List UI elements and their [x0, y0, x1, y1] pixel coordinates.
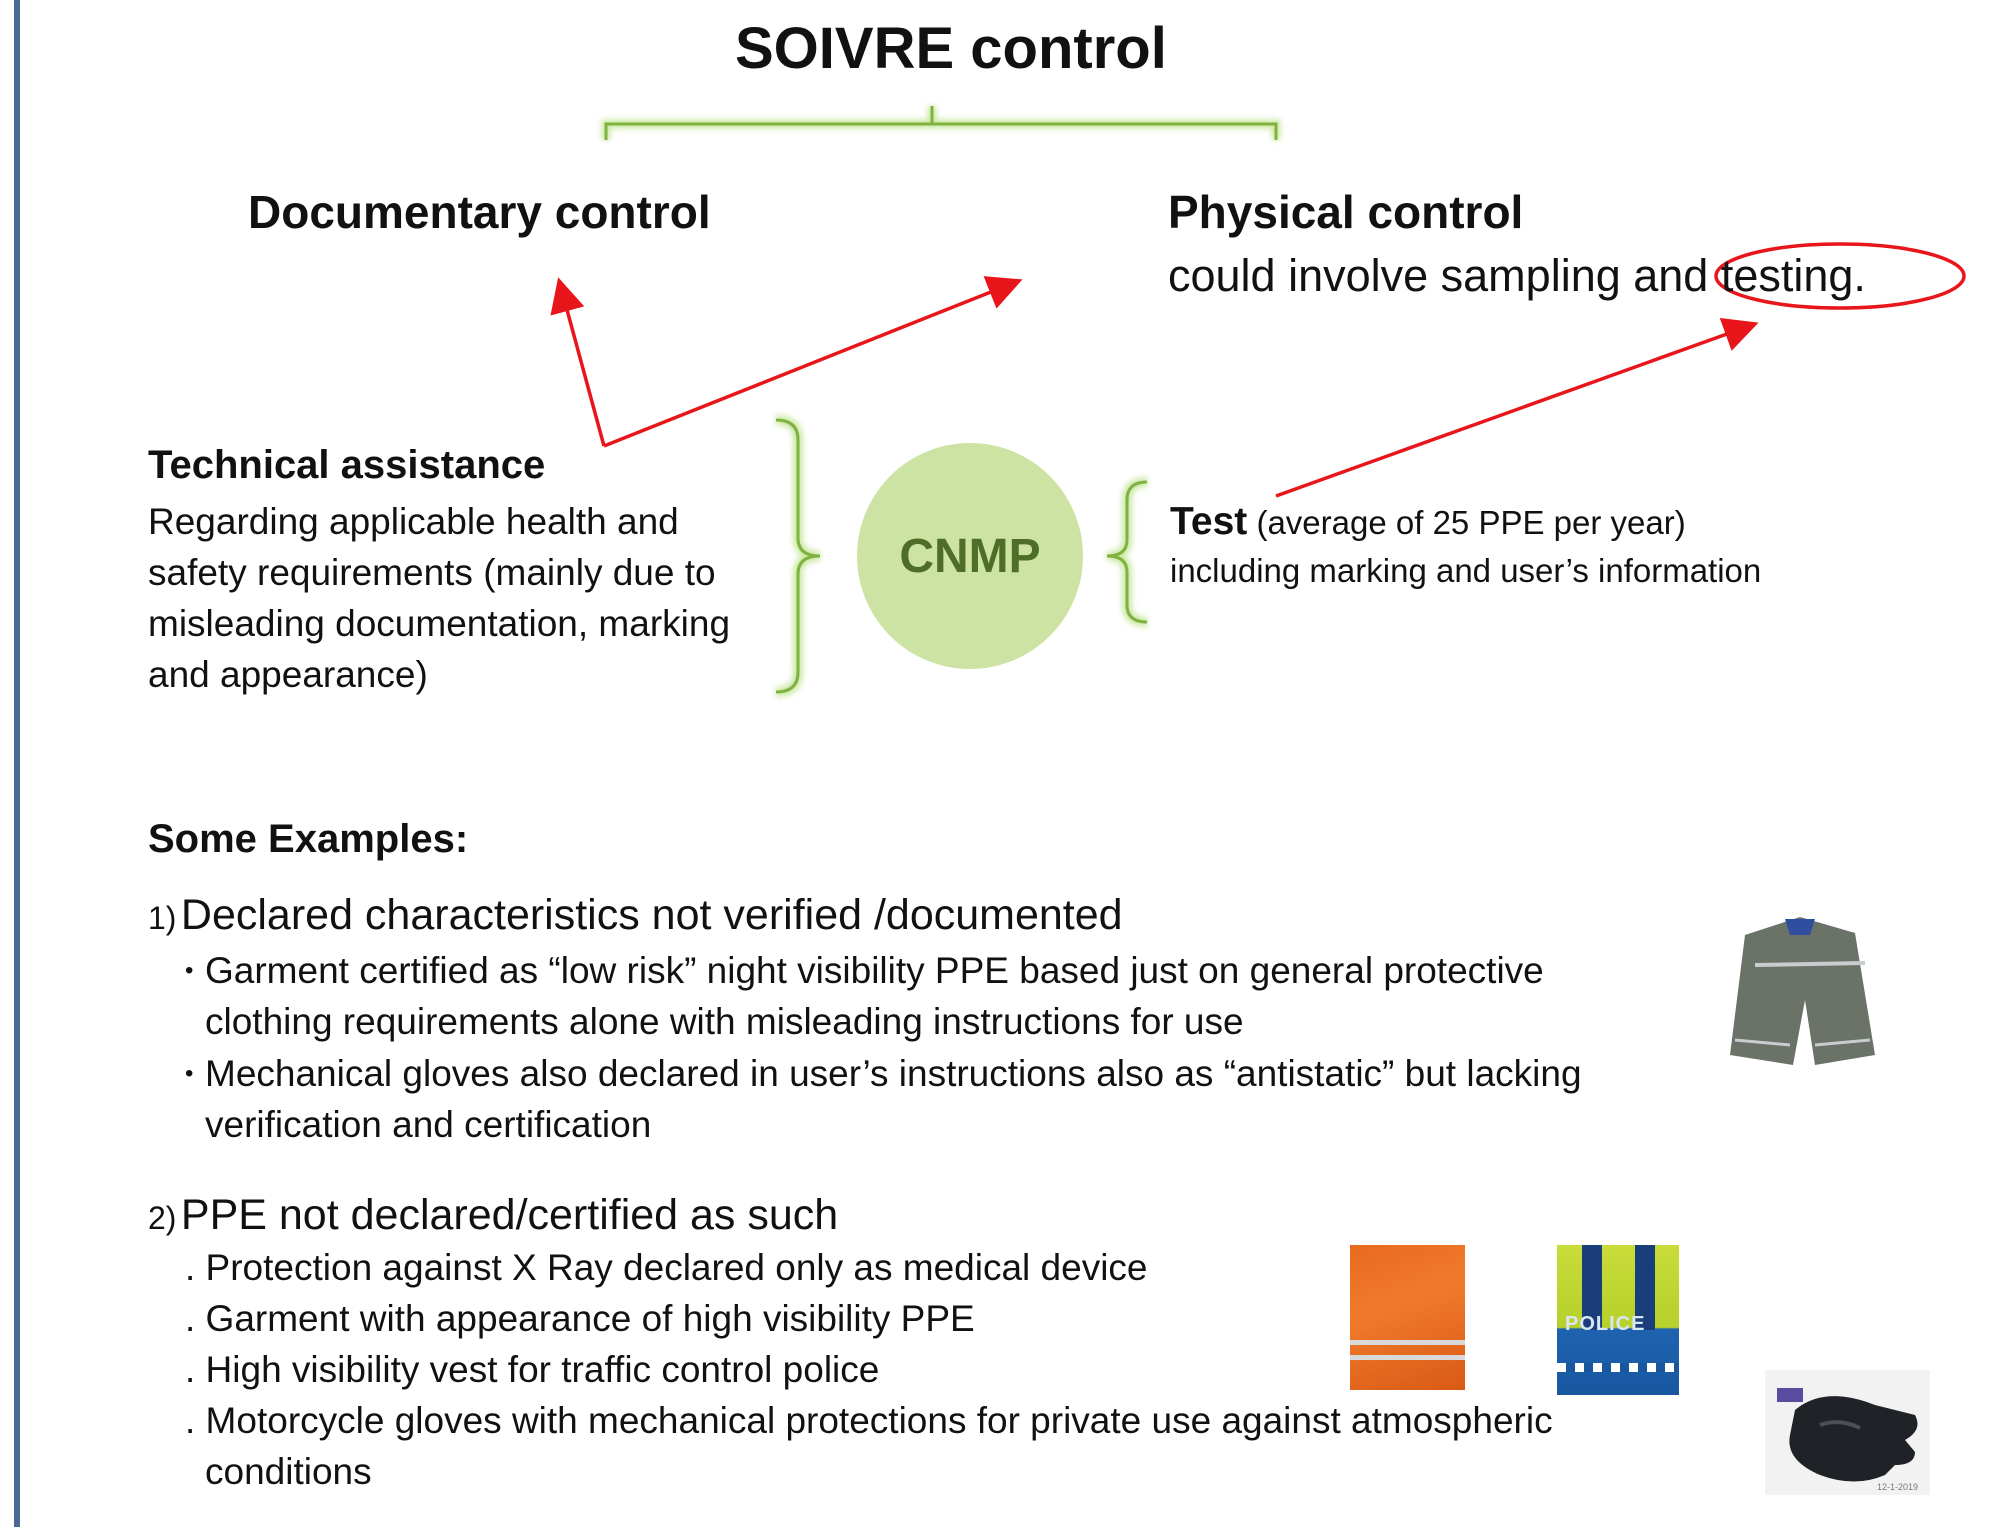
- coverall-photo: [1715, 905, 1885, 1075]
- example-2-item: . Motorcycle gloves with mechanical prot…: [185, 1400, 1553, 1441]
- example-2-item: . High visibility vest for traffic contr…: [185, 1349, 880, 1390]
- bullet-line: Garment certified as “low risk” night vi…: [205, 950, 1544, 991]
- test-line-2: including marking and user’s information: [1170, 552, 1762, 589]
- slide-title: SOIVRE control: [735, 16, 1167, 81]
- example-1-text: Declared characteristics not verified /d…: [180, 891, 1123, 939]
- cnmp-circle: CNMP: [857, 443, 1083, 669]
- arrow-test-to-testing: [1275, 317, 1759, 498]
- technical-line: Regarding applicable health and: [148, 501, 679, 542]
- technical-line: misleading documentation, marking: [148, 603, 731, 644]
- bullet-line: verification and certification: [205, 1104, 652, 1145]
- examples-title: Some Examples:: [148, 817, 469, 861]
- testing-highlight-ellipse: [1714, 242, 1966, 310]
- slide-left-border: [14, 0, 20, 1527]
- technical-line: safety requirements (mainly due to: [148, 552, 716, 593]
- physical-control-title: Physical control: [1168, 186, 1524, 238]
- bullet-line: clothing requirements alone with mislead…: [205, 1001, 1244, 1042]
- physical-control-subtitle: could involve sampling and testing.: [1168, 250, 1866, 301]
- example-2-item: . Protection against X Ray declared only…: [185, 1247, 1148, 1288]
- bullet-dot-icon: •: [185, 1060, 194, 1087]
- bullet-dot-icon: •: [185, 957, 194, 984]
- cnmp-label: CNMP: [899, 529, 1041, 583]
- gloves-tag-text: 12-1-2019: [1877, 1482, 1918, 1492]
- example-1-bullet: • Garment certified as “low risk” night …: [185, 945, 1544, 1047]
- example-1-bullet: • Mechanical gloves also declared in use…: [185, 1048, 1582, 1150]
- motorcycle-gloves-photo: 12-1-2019: [1765, 1370, 1930, 1495]
- example-1-number: 1): [148, 900, 177, 936]
- example-2-item: . Garment with appearance of high visibi…: [185, 1298, 975, 1339]
- bullet-line: Mechanical gloves also declared in user’…: [205, 1053, 1582, 1094]
- right-curly-bracket: [1106, 477, 1148, 627]
- test-detail: (average of 25 PPE per year): [1256, 504, 1686, 541]
- example-1-heading: 1) Declared characteristics not verified…: [148, 891, 1123, 940]
- example-2-number: 2): [148, 1200, 177, 1236]
- example-2-heading: 2) PPE not declared/certified as such: [148, 1191, 838, 1240]
- technical-assistance-body: Regarding applicable health and safety r…: [148, 496, 730, 700]
- technical-line: and appearance): [148, 654, 428, 695]
- example-2-item-continuation: conditions: [205, 1451, 372, 1492]
- test-label: Test: [1170, 500, 1248, 543]
- vest-police-text: POLICE: [1565, 1313, 1646, 1335]
- arrow-to-physical: [603, 276, 1023, 448]
- technical-assistance-title: Technical assistance: [148, 443, 546, 487]
- police-vest-photo: POLICE: [1557, 1245, 1679, 1395]
- example-2-text: PPE not declared/certified as such: [180, 1191, 839, 1239]
- test-line: Test (average of 25 PPE per year): [1170, 500, 1686, 544]
- documentary-control-title: Documentary control: [248, 186, 711, 238]
- left-curly-bracket: [775, 415, 821, 697]
- orange-garment-photo: [1350, 1245, 1465, 1390]
- arrow-to-documentary: [550, 277, 606, 447]
